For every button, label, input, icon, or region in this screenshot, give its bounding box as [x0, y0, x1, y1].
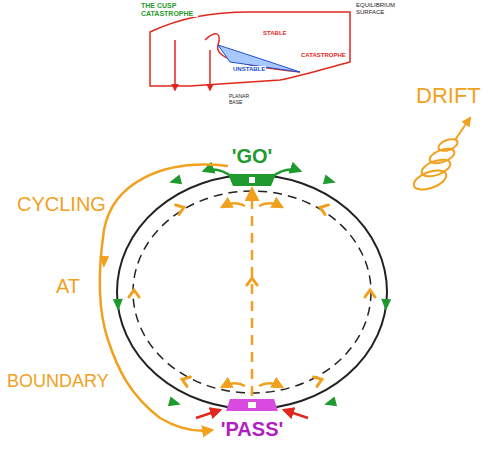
pass-arrow [284, 410, 308, 418]
gate-body [228, 174, 276, 186]
flow-chevron [129, 290, 139, 297]
flow-chevron [314, 375, 324, 387]
go-arrow [272, 169, 300, 177]
unstable-region [218, 45, 300, 72]
gate-label: 'PASS' [216, 418, 289, 440]
go-arrow [204, 169, 232, 177]
surface-label: EQUILIBRIUM SURFACE [355, 2, 405, 15]
drift-spiral [411, 118, 470, 193]
region-label: CATASTROPHE [300, 52, 347, 59]
boundary-label: AT [55, 275, 81, 297]
gate-shape [224, 396, 280, 414]
go-gate: 'GO' [220, 145, 284, 189]
gate-label: 'GO' [220, 145, 284, 167]
drift-label: DRIFT [415, 84, 482, 108]
outer-boundary [117, 175, 387, 409]
catastrophe-arrow [174, 40, 176, 90]
cycling-arrow [99, 256, 109, 268]
base-label: PLANAR BASE [228, 94, 260, 105]
flow-connector [251, 189, 254, 396]
flow-chevron [365, 290, 375, 297]
inset-title: THE CUSP CATASTROPHE [140, 2, 198, 17]
flow-arrow [381, 299, 391, 311]
flow-chevron [180, 375, 190, 387]
boundary-label: BOUNDARY [6, 372, 110, 392]
swoosh-arrow [259, 203, 282, 207]
gate-body [226, 399, 278, 411]
region-label: STABLE [262, 30, 288, 37]
pass-gate: 'PASS' [216, 396, 289, 440]
gate-shape [224, 171, 280, 189]
flow-arrow [168, 397, 182, 410]
equilibrium-surface [150, 12, 350, 86]
gate-opening [248, 402, 256, 408]
flow-arrow [113, 299, 123, 311]
flow-arrow [323, 175, 337, 188]
pass-arrow [196, 410, 220, 418]
gate-opening [249, 177, 255, 183]
catastrophe-arrow [209, 50, 211, 90]
flow-arrow [168, 175, 182, 188]
flow-chevron [176, 203, 186, 215]
flow-chevron [318, 203, 328, 215]
region-label: UNSTABLE [232, 66, 266, 73]
swoosh-arrow [222, 383, 245, 387]
flow-chevron [247, 278, 257, 285]
drift-arrow [455, 118, 470, 140]
swoosh-arrow [259, 383, 282, 387]
cycling-arc [100, 165, 228, 431]
flow-arrow [323, 397, 337, 410]
swoosh-arrow [222, 203, 245, 207]
boundary-label: CYCLING [16, 193, 107, 215]
green-flow-arrows [113, 175, 391, 410]
fold-curve [205, 34, 300, 72]
spiral-loop [411, 167, 448, 194]
